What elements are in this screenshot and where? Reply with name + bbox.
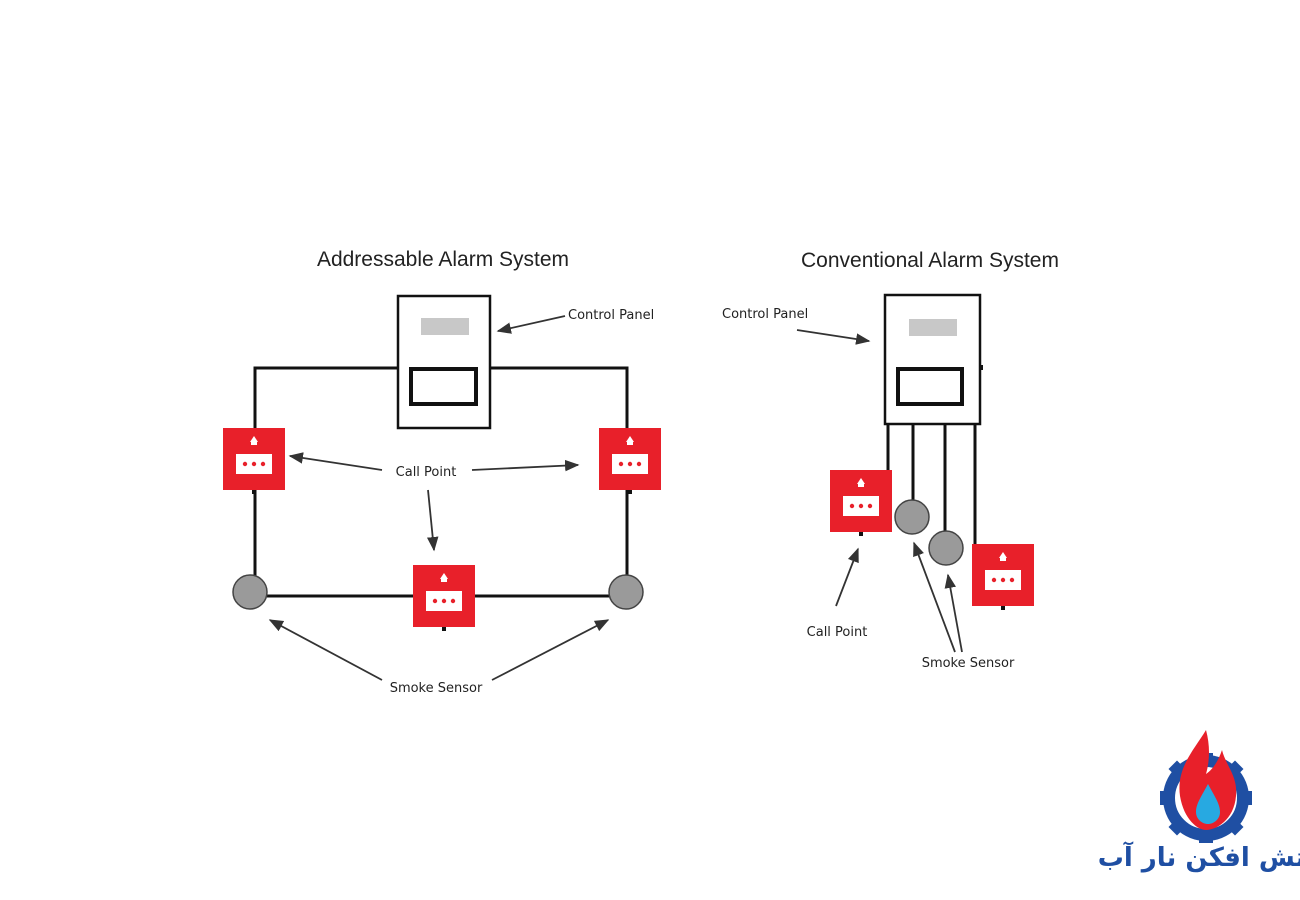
conventional-control-panel — [883, 293, 983, 426]
conventional-smoke-sensor-1 — [894, 499, 930, 535]
conventional-radial-wires — [886, 424, 977, 545]
addressable-sensor-arrow-right — [491, 619, 610, 681]
conventional-diagram: Conventional Alarm System Control Panel … — [722, 249, 1059, 671]
addressable-loop-wire — [253, 366, 629, 598]
conventional-call-point-label: Call Point — [807, 625, 868, 640]
conventional-call-arrow — [835, 547, 859, 607]
addressable-smoke-sensor-label: Smoke Sensor — [390, 681, 483, 696]
addressable-call-arrow-right — [471, 459, 580, 472]
conventional-title: Conventional Alarm System — [801, 249, 1059, 272]
conventional-smoke-sensor-label: Smoke Sensor — [922, 656, 1015, 671]
flame-icon — [1179, 730, 1237, 830]
conventional-smoke-sensor-2 — [928, 530, 964, 566]
addressable-title: Addressable Alarm System — [317, 248, 569, 271]
addressable-call-arrow-left — [288, 452, 383, 471]
addressable-panel-arrow — [496, 315, 566, 334]
addressable-call-point-left — [223, 428, 285, 494]
conventional-sensor-arrow-2 — [944, 573, 963, 653]
addressable-call-point-right — [599, 428, 661, 494]
addressable-smoke-sensor-right — [608, 574, 644, 610]
conventional-call-point-left — [830, 470, 892, 536]
water-drop-icon — [1196, 784, 1220, 824]
brand-logo-text: آتش افکن نار آب — [1098, 841, 1300, 873]
addressable-sensor-arrow-left — [268, 619, 383, 681]
addressable-call-arrow-bottom — [426, 489, 439, 552]
addressable-smoke-sensor-left — [232, 574, 268, 610]
conventional-control-panel-label: Control Panel — [722, 307, 808, 322]
conventional-call-point-right — [972, 544, 1034, 610]
conventional-sensor-arrow-1 — [913, 541, 956, 653]
addressable-call-point-label: Call Point — [396, 465, 457, 480]
conventional-panel-arrow — [796, 329, 871, 345]
addressable-diagram: Addressable Alarm System Control Panel C… — [223, 248, 661, 696]
addressable-call-point-bottom — [413, 565, 475, 631]
addressable-control-panel — [396, 294, 492, 430]
brand-logo: آتش افکن نار آب — [1098, 730, 1300, 873]
addressable-control-panel-label: Control Panel — [568, 308, 654, 323]
